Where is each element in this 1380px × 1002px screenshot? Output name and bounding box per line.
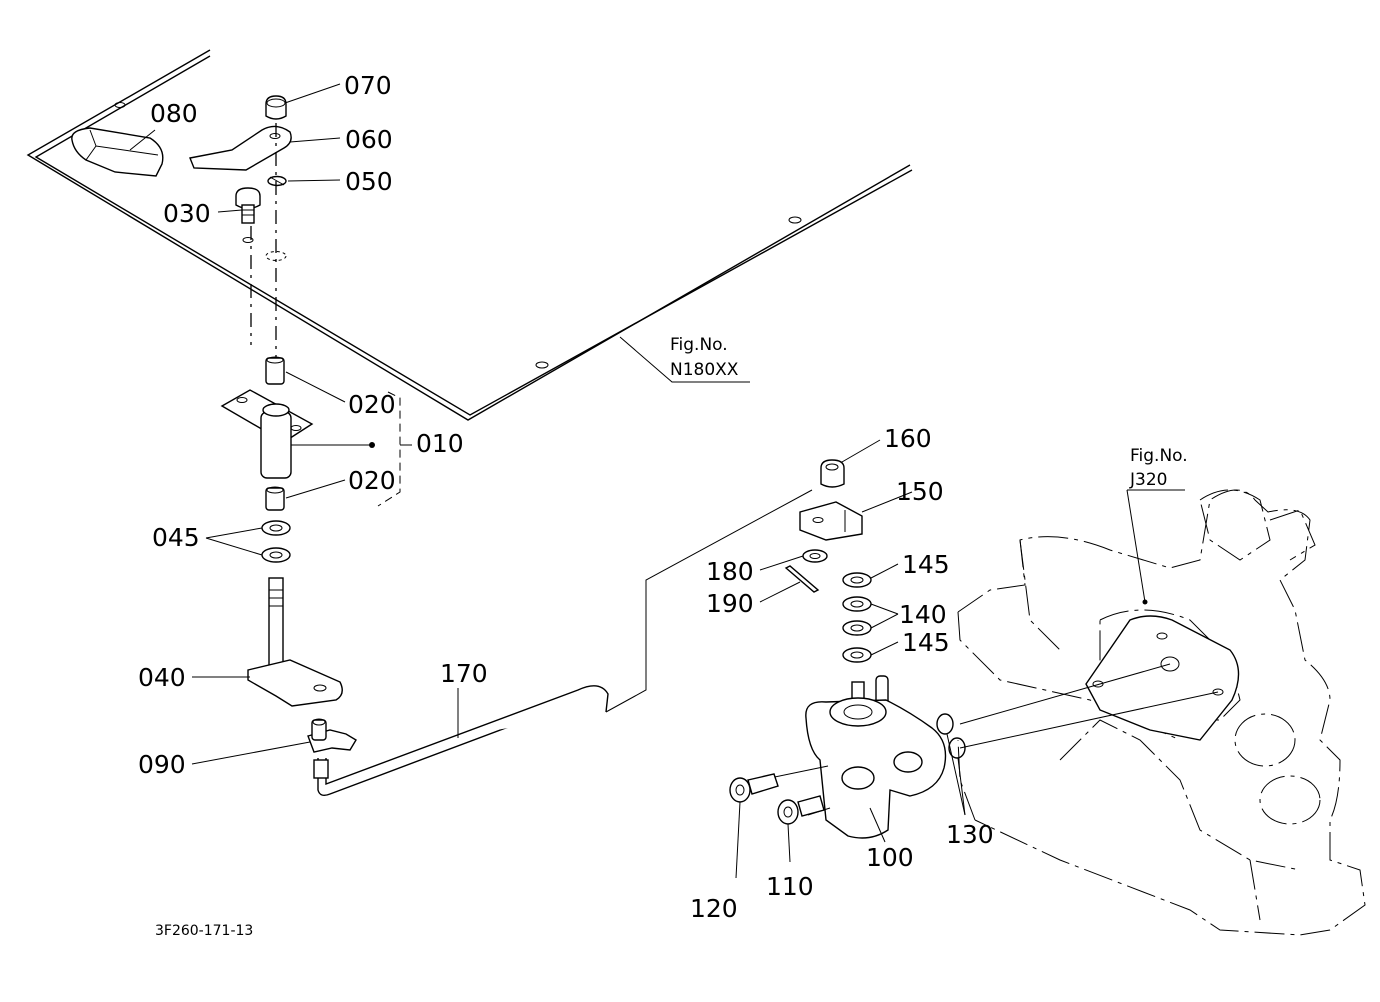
- label-140: 140: [899, 600, 947, 629]
- label-030: 030: [163, 199, 211, 228]
- o-rings: [936, 713, 966, 759]
- label-020-lower: 020: [348, 466, 396, 495]
- pedal-arm: [189, 125, 292, 171]
- part-labels: 070 080 060 050 030 020 010 020 045 040 …: [138, 71, 994, 923]
- label-100: 100: [866, 843, 914, 872]
- label-080: 080: [150, 99, 198, 128]
- rod-joint: [307, 718, 357, 753]
- label-070: 070: [344, 71, 392, 100]
- linkage-rod: [313, 489, 813, 797]
- label-050: 050: [345, 167, 393, 196]
- label-170: 170: [440, 659, 488, 688]
- leader-lines: [129, 83, 1185, 879]
- label-010: 010: [416, 429, 464, 458]
- label-145-upper: 145: [902, 550, 950, 579]
- label-160: 160: [884, 424, 932, 453]
- label-090: 090: [138, 750, 186, 779]
- figref-j320-code: J320: [1129, 470, 1167, 490]
- cap-nut: [265, 95, 287, 120]
- label-020-upper: 020: [348, 390, 396, 419]
- axis-lines: [250, 123, 277, 366]
- bolt-030: [235, 187, 261, 224]
- label-045: 045: [152, 523, 200, 552]
- screws: [729, 773, 825, 825]
- pedal-shaft: [247, 577, 343, 707]
- label-130: 130: [946, 820, 994, 849]
- label-180: 180: [706, 557, 754, 586]
- label-150: 150: [896, 477, 944, 506]
- label-040: 040: [138, 663, 186, 692]
- transmission-housing: [957, 489, 1366, 936]
- label-145-lower: 145: [902, 628, 950, 657]
- label-110: 110: [766, 872, 814, 901]
- upper-lever-parts: [784, 459, 863, 593]
- figref-n180-label: Fig.No.: [670, 335, 728, 355]
- mounting-plate: [959, 615, 1240, 749]
- assembly-bracket: [377, 391, 401, 507]
- washers-045: [261, 520, 291, 563]
- label-060: 060: [345, 125, 393, 154]
- figure-references: Fig.No. N180XX Fig.No. J320: [670, 335, 1188, 490]
- drawing-code: 3F260-171-13: [155, 923, 253, 939]
- washer-stack: [842, 572, 872, 663]
- label-120: 120: [690, 894, 738, 923]
- floor-plate: [26, 49, 913, 421]
- boss-assembly: [220, 356, 314, 511]
- pedal-pad: [71, 127, 164, 177]
- figref-n180-code: N180XX: [670, 360, 739, 380]
- figref-j320-label: Fig.No.: [1130, 446, 1188, 466]
- label-190: 190: [706, 589, 754, 618]
- spring-washer: [267, 175, 287, 187]
- valve-body: [759, 675, 947, 839]
